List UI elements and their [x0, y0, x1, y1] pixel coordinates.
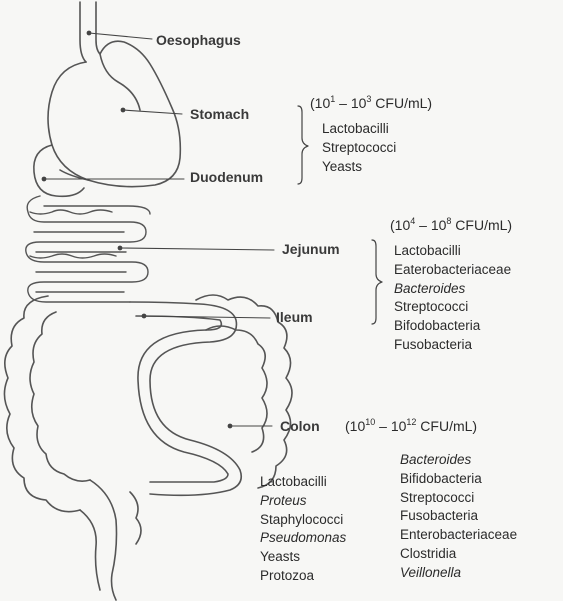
middle-count: (104 – 108 CFU/mL) — [390, 217, 512, 234]
oesophagus-leader — [89, 33, 152, 39]
colon-count: (1010 – 1012 CFU/mL) — [345, 418, 477, 435]
list-item: Enterobacteriaceae — [400, 526, 517, 545]
list-item: Lactobacilli — [322, 120, 396, 139]
upper-bracket — [298, 106, 308, 184]
middle-organism-list: Lactobacilli Eaterobacteriaceae Bacteroi… — [394, 242, 511, 355]
list-item: Proteus — [260, 492, 346, 511]
list-item: Streptococci — [394, 298, 511, 317]
jejunum-leader — [120, 248, 274, 250]
list-item: Eaterobacteriaceae — [394, 261, 511, 280]
list-item: Pseudomonas — [260, 529, 346, 548]
stomach-shape — [48, 41, 180, 186]
jejunum-label: Jejunum — [282, 241, 340, 258]
sigmoid-bumps — [130, 492, 141, 544]
list-item: Clostridia — [400, 545, 517, 564]
list-item: Fusobacteria — [400, 507, 517, 526]
colon-label: Colon — [280, 418, 320, 435]
list-item: Fusobacteria — [394, 336, 511, 355]
small-intestine-coils — [26, 196, 150, 302]
list-item: Bacteroides — [394, 280, 511, 299]
leader-lines — [44, 33, 274, 426]
list-item: Streptococci — [322, 139, 396, 158]
middle-bracket — [372, 240, 382, 324]
duodenum-shape — [34, 145, 88, 196]
list-item: Protozoa — [260, 567, 346, 586]
colon-organism-list-left: Lactobacilli Proteus Staphylococci Pseud… — [260, 473, 346, 586]
upper-count: (101 – 103 CFU/mL) — [310, 95, 432, 112]
duodenum-label: Duodenum — [190, 169, 263, 186]
list-item: Bifodobacteria — [394, 317, 511, 336]
list-item: Veillonella — [400, 564, 517, 583]
list-item: Staphylococci — [260, 511, 346, 530]
list-item: Bifidobacteria — [400, 470, 517, 489]
oesophagus-label: Oesophagus — [156, 32, 241, 49]
upper-organism-list: Lactobacilli Streptococci Yeasts — [322, 120, 396, 176]
rectum-shape — [80, 480, 117, 600]
list-item: Lactobacilli — [260, 473, 346, 492]
list-item: Bacteroides — [400, 451, 517, 470]
ileum-label: Ileum — [276, 309, 313, 326]
colon-shape — [4, 295, 292, 512]
list-item: Yeasts — [260, 548, 346, 567]
stomach-label: Stomach — [190, 106, 249, 123]
colon-organism-list-right: Bacteroides Bifidobacteria Streptococci … — [400, 451, 517, 583]
list-item: Streptococci — [400, 489, 517, 508]
list-item: Yeasts — [322, 158, 396, 177]
list-item: Lactobacilli — [394, 242, 511, 261]
